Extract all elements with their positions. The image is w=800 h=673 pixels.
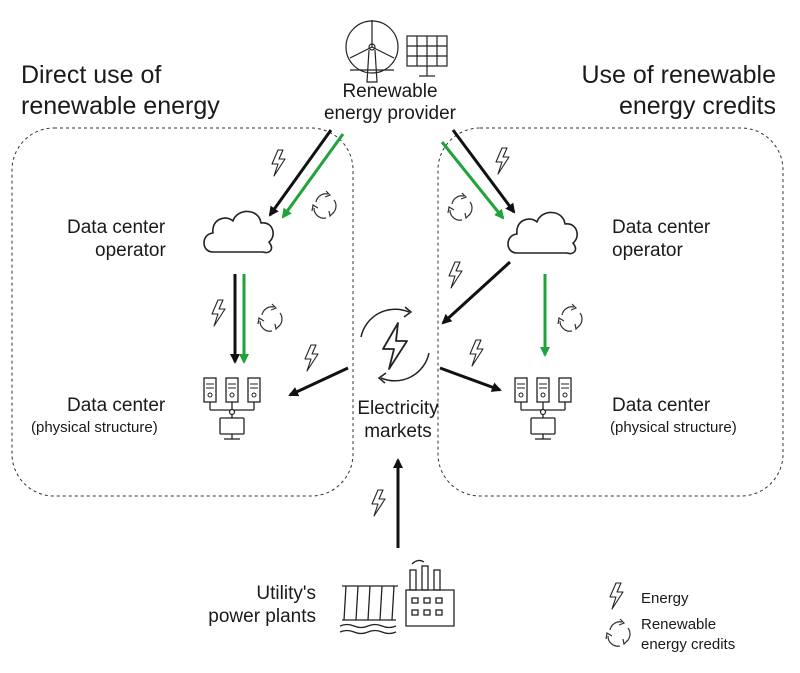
wind-turbine-icon [345,20,399,83]
arrow-provider-to-right-operator-credit [440,141,505,220]
lightning-icon [371,489,386,517]
right-heading-line2: energy credits [618,92,776,120]
electricity-cycle-icon [360,306,430,384]
solar-panel-icon [406,35,448,77]
provider-label-line1: Renewable [342,81,438,102]
left-dc-label-line1: Data center [67,395,166,416]
lightning-icon [609,582,624,610]
recycle-icon [605,618,631,647]
legend-credits-label-line1: Renewable [641,616,717,633]
cloud-icon [203,210,274,254]
right-dc-label-line2: (physical structure) [610,419,737,436]
right-operator-label-line2: operator [612,240,683,261]
lightning-icon [469,339,484,367]
recycle-icon [257,303,283,332]
lightning-icon [495,147,510,175]
right-operator-label-line1: Data center [612,217,711,238]
left-heading-line2: renewable energy [21,92,220,120]
right-dc-label-line1: Data center [612,395,711,416]
utility-label-line1: Utility's [256,583,316,604]
left-heading-line1: Direct use of [21,61,162,89]
left-group-box [11,127,354,497]
lightning-icon [304,344,319,372]
lightning-icon [211,299,226,327]
market-label-line2: markets [364,421,432,442]
server-network-icon [514,377,572,440]
arrow-provider-to-left-operator-energy [268,129,333,217]
right-heading-line1: Use of renewable [581,61,776,89]
recycle-icon [311,190,337,219]
server-network-icon [203,377,261,440]
left-operator-label-line1: Data center [67,217,166,238]
provider-label-line2: energy provider [323,103,457,124]
arrow-provider-to-right-operator-energy [451,129,516,214]
recycle-icon [557,303,583,332]
left-operator-label-line2: operator [95,240,166,261]
legend-energy-label: Energy [641,590,689,607]
left-dc-label-line2: (physical structure) [31,419,158,436]
arrow-market-to-left-dc-energy [288,366,349,397]
arrow-market-to-right-dc-energy [439,366,502,392]
cloud-icon [507,211,578,255]
legend-credits-label-line2: energy credits [641,636,736,653]
hydro-dam-icon [339,585,398,635]
lightning-icon [271,149,286,177]
utility-label-line2: power plants [208,606,316,627]
lightning-icon [448,261,463,289]
right-group-box [437,127,784,497]
factory-icon [405,559,455,627]
recycle-icon [447,192,473,221]
market-label-line1: Electricity [357,398,439,419]
arrow-provider-to-left-operator-credit [281,133,345,219]
arrow-right-operator-to-market-energy [441,260,512,325]
